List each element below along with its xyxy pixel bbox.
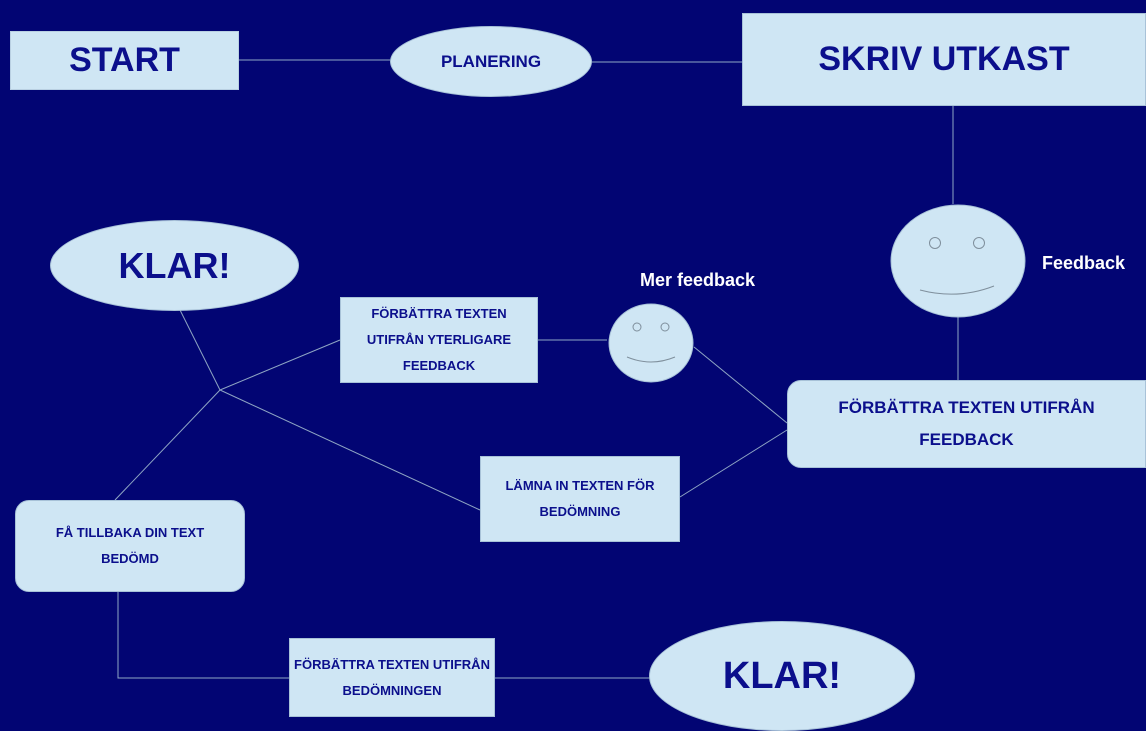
planning-label: PLANERING: [440, 51, 542, 71]
connector-hub-improvemore: [219, 339, 341, 391]
submit-node: LÄMNA IN TEXTEN FÖR BEDÖMNING: [480, 456, 680, 542]
write-draft-node: SKRIV UTKAST: [742, 13, 1146, 106]
improve-feedback-label: FÖRBÄTTRA TEXTEN UTIFRÅN FEEDBACK: [838, 398, 1095, 449]
connector-morefeedback-improve: [693, 346, 788, 424]
submit-label: LÄMNA IN TEXTEN FÖR BEDÖMNING: [505, 478, 655, 519]
connector-hub-getback: [114, 389, 221, 501]
connector-getback-improveassessment: [117, 592, 289, 679]
done-top-node: KLAR!: [50, 220, 299, 311]
feedback-label: Feedback: [1042, 253, 1126, 273]
planning-node: PLANERING: [390, 26, 592, 97]
connector-submit-improve: [679, 429, 788, 498]
improve-assessment-node: FÖRBÄTTRA TEXTEN UTIFRÅN BEDÖMNINGEN: [289, 638, 495, 717]
start-label: START: [69, 41, 180, 79]
done-top-label: KLAR!: [118, 244, 231, 286]
connector-hub-submit: [219, 389, 481, 511]
improve-assessment-label: FÖRBÄTTRA TEXTEN UTIFRÅN BEDÖMNINGEN: [294, 656, 490, 698]
get-back-node: FÅ TILLBAKA DIN TEXT BEDÖMD: [15, 500, 245, 592]
write-draft-label: SKRIV UTKAST: [818, 40, 1070, 78]
connector-hub-done: [179, 309, 221, 391]
done-bottom-node: KLAR!: [649, 621, 915, 731]
more-feedback-label: Mer feedback: [640, 270, 756, 290]
improve-feedback-node: FÖRBÄTTRA TEXTEN UTIFRÅN FEEDBACK: [787, 380, 1146, 468]
done-bottom-label: KLAR!: [722, 654, 842, 697]
improve-more-feedback-node: FÖRBÄTTRA TEXTEN UTIFRÅN YTERLIGARE FEED…: [340, 297, 538, 383]
smiley-icon: [608, 303, 694, 383]
start-node: START: [10, 31, 239, 90]
smiley-icon: [890, 204, 1026, 318]
improve-more-feedback-label: FÖRBÄTTRA TEXTEN UTIFRÅN YTERLIGARE FEED…: [366, 306, 512, 373]
get-back-label: FÅ TILLBAKA DIN TEXT BEDÖMD: [55, 525, 205, 566]
